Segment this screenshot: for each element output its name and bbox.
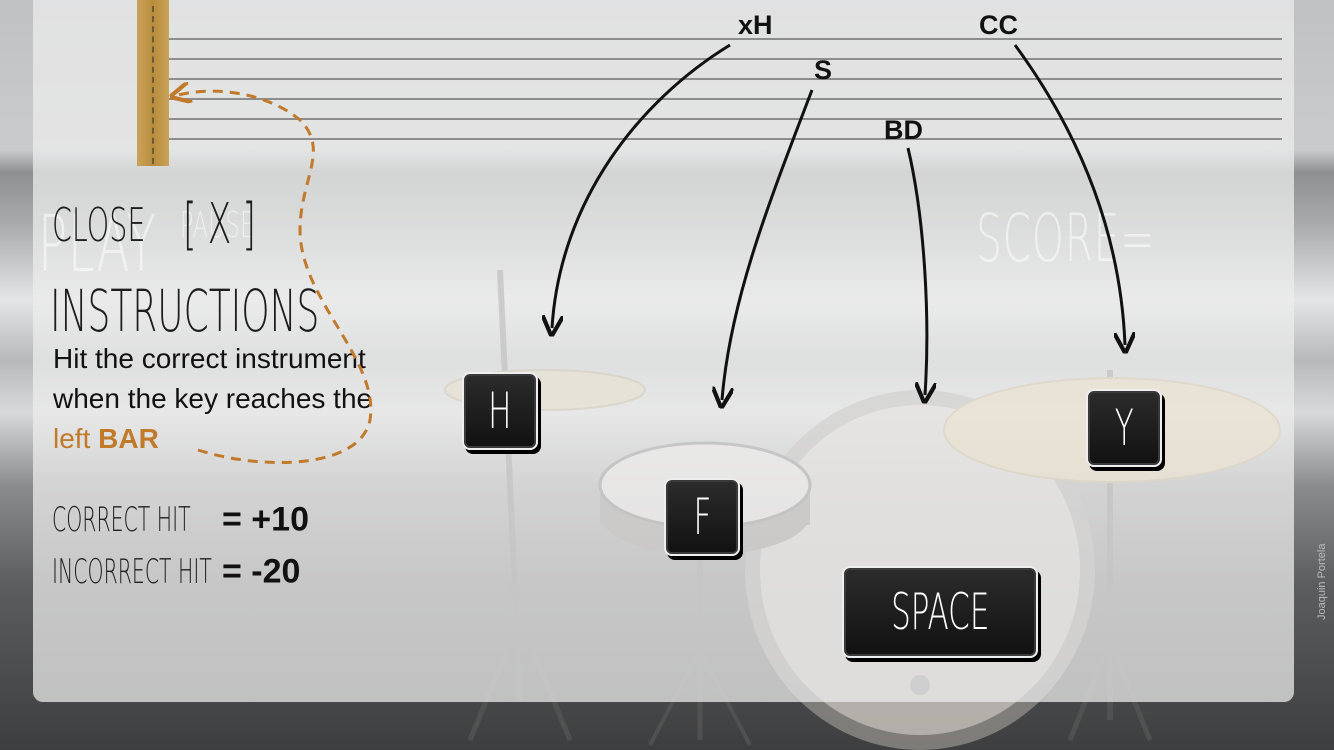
bass-drum-label: BD xyxy=(884,115,923,145)
incorrect-hit-value: = -20 xyxy=(222,552,301,591)
instructions-line-1: Hit the correct instrument xyxy=(53,343,366,374)
staff-line xyxy=(140,98,1282,100)
crash-label: CC xyxy=(979,10,1018,40)
snare-key: F xyxy=(664,478,740,556)
snare-label: S xyxy=(814,55,833,85)
play-text: PLAY xyxy=(38,200,157,290)
left-text: left xyxy=(53,423,99,454)
crash-key: Y xyxy=(1086,389,1162,467)
hihat-label: xH xyxy=(738,10,773,40)
staff-line xyxy=(140,118,1282,120)
staff-line xyxy=(140,58,1282,60)
instructions-body: Hit the correct instrument when the key … xyxy=(53,339,453,459)
photo-credit: Joaquin Portela xyxy=(1316,543,1328,620)
bar-text: BAR xyxy=(98,423,159,454)
staff-line xyxy=(140,38,1282,40)
instructions-title: INSTRUCTIONS xyxy=(50,277,320,345)
staff-line xyxy=(140,138,1282,140)
correct-hit-row: CORRECT HIT = +10 xyxy=(52,500,309,540)
incorrect-hit-label: INCORRECT HIT xyxy=(52,552,212,592)
staff-line xyxy=(140,78,1282,80)
correct-hit-value: = +10 xyxy=(222,500,309,539)
bass-drum-key: SPACE xyxy=(842,566,1038,658)
correct-hit-label: CORRECT HIT xyxy=(52,500,191,540)
instructions-line-2: when the key reaches the xyxy=(53,383,373,414)
instructions-line-3: left BAR xyxy=(53,419,453,459)
incorrect-hit-row: INCORRECT HIT = -20 xyxy=(52,552,300,592)
score-text: SCORE= xyxy=(976,200,1156,277)
hit-bar-center-line xyxy=(152,6,154,164)
hihat-key: H xyxy=(462,372,538,450)
close-button[interactable]: [ X ] xyxy=(183,192,256,257)
close-label: CLOSE xyxy=(52,198,146,252)
